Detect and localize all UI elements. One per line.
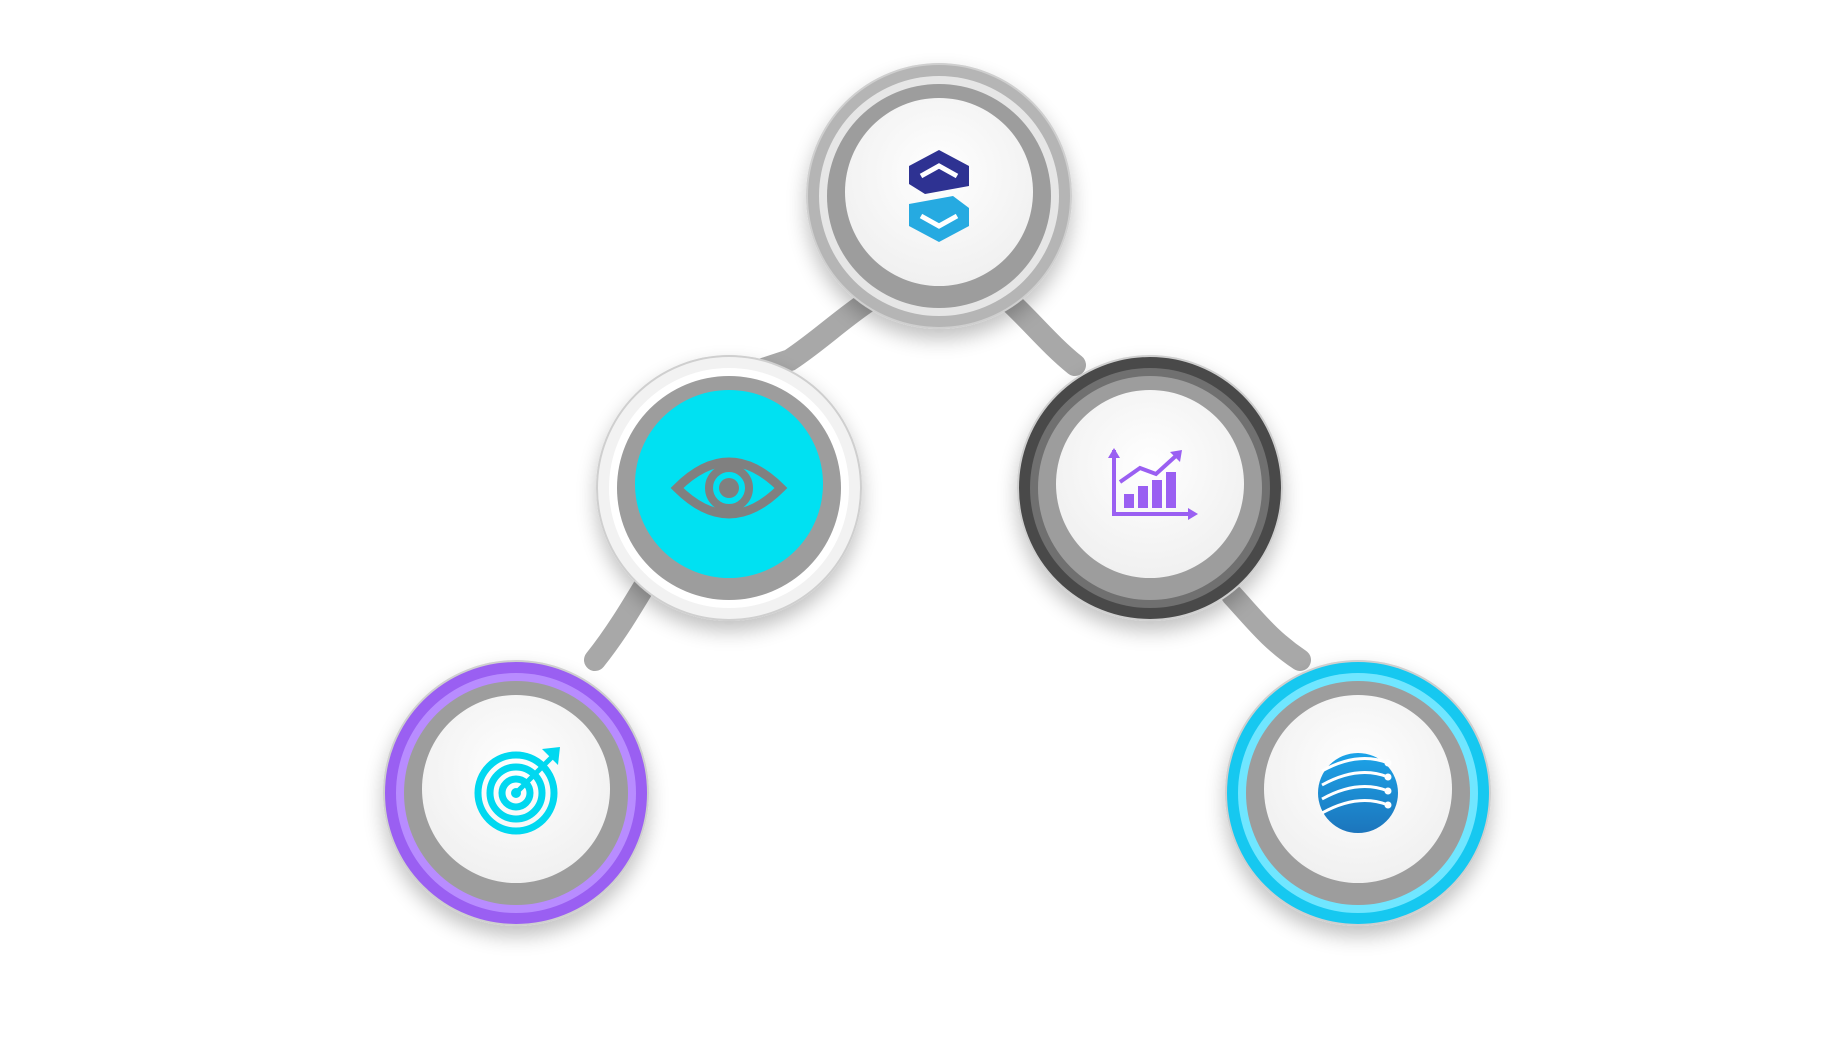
node-right-lower <box>1225 660 1491 926</box>
node-left-upper <box>596 355 862 621</box>
node-right-upper <box>1017 355 1283 621</box>
node-top <box>806 63 1072 329</box>
target-icon <box>474 747 560 835</box>
connector-left <box>584 569 659 671</box>
globe-tech-icon <box>1318 753 1398 833</box>
node-left-lower <box>383 660 649 926</box>
connector-top-left <box>749 289 881 381</box>
node-inner-disc <box>845 98 1033 286</box>
node-inner-disc <box>1056 390 1244 578</box>
connector-right <box>1221 584 1311 671</box>
eye-icon <box>670 457 788 519</box>
growth-chart-icon <box>1108 448 1198 520</box>
connector-top-right <box>997 289 1086 376</box>
logo-icon <box>909 150 969 242</box>
